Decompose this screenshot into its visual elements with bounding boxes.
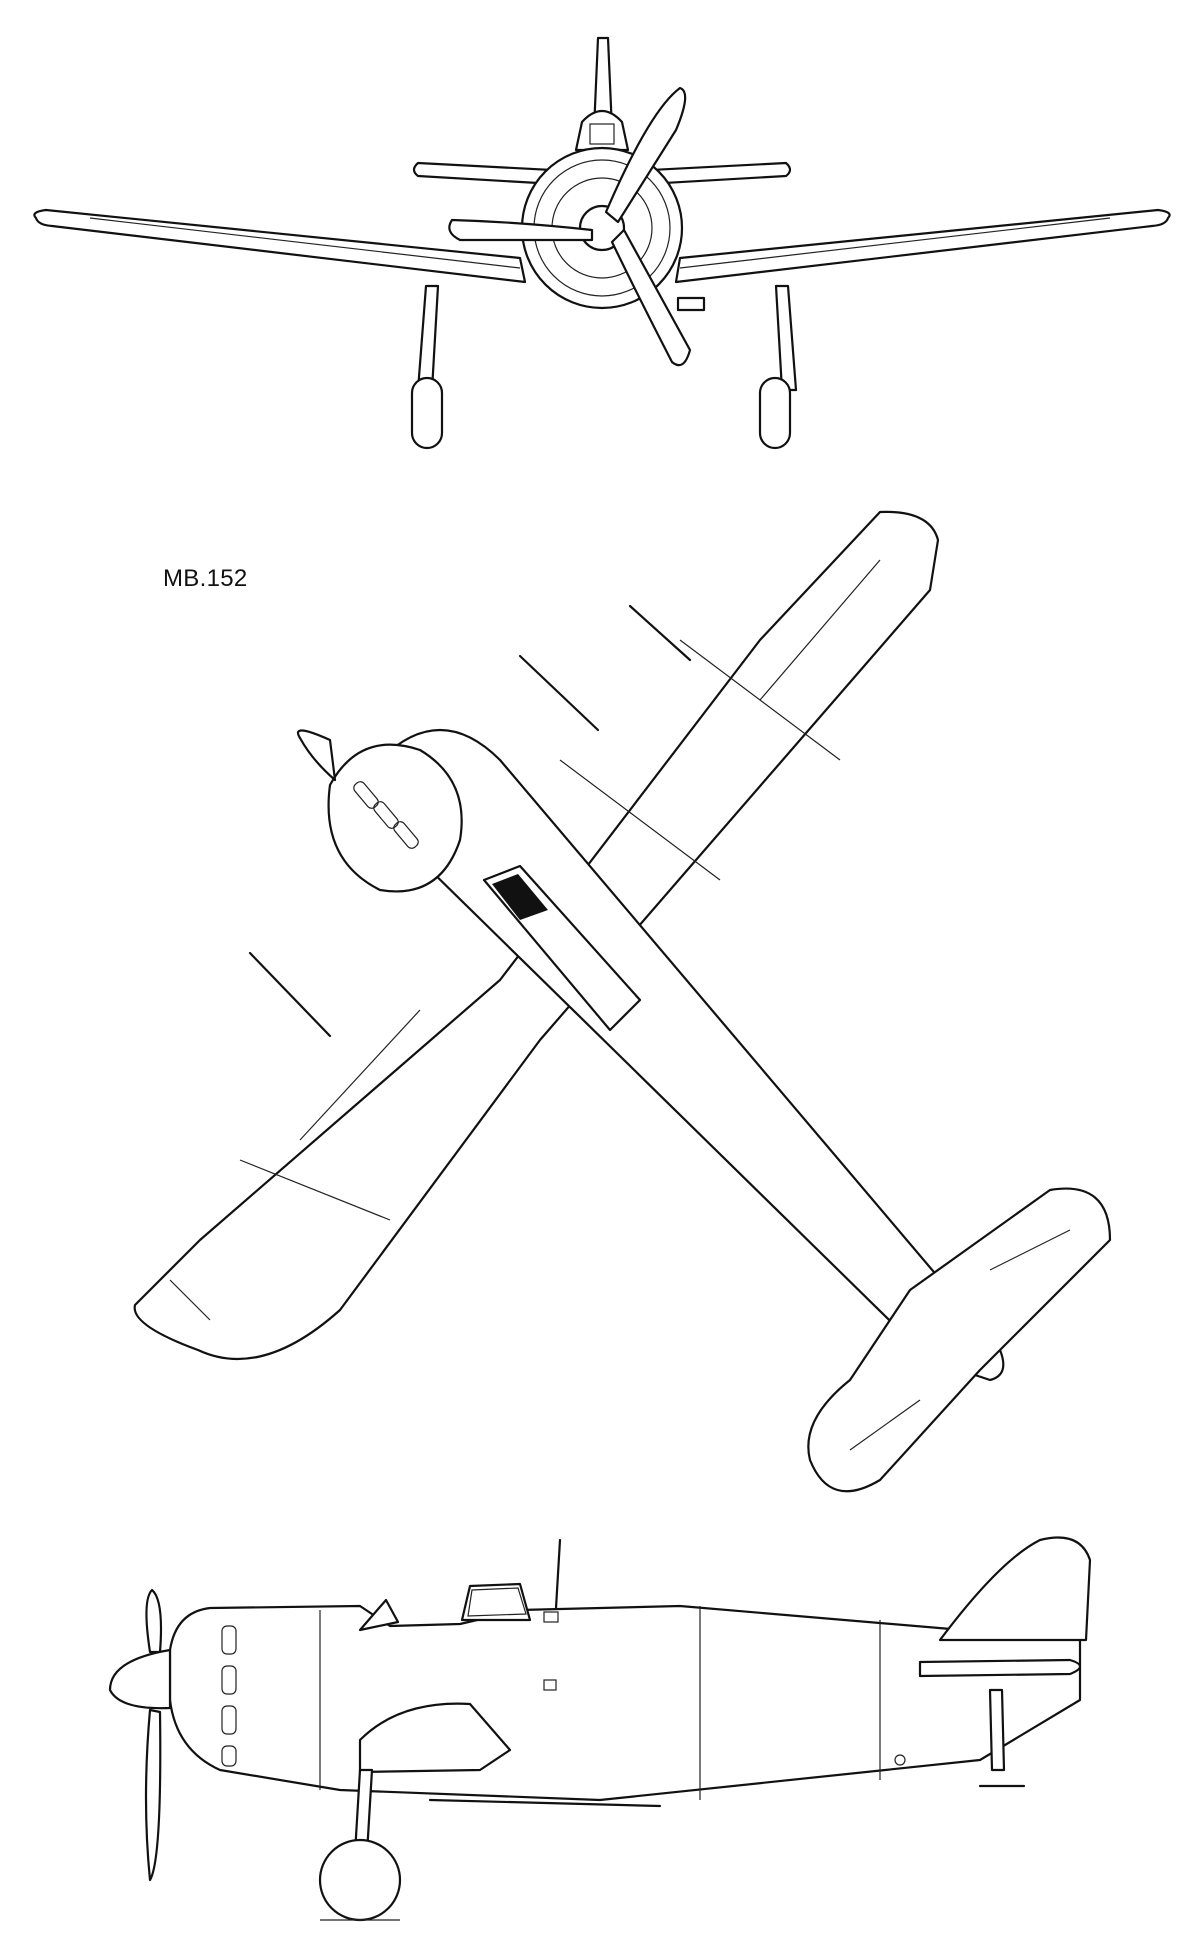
top-view-cowling <box>327 743 463 893</box>
side-view-main-wheel <box>318 1838 402 1922</box>
front-view <box>33 36 1171 450</box>
side-view-canopy <box>460 1582 532 1622</box>
top-view-gun-2 <box>518 654 600 732</box>
front-view-right-gear <box>774 284 798 392</box>
model-label: MB.152 <box>163 565 248 592</box>
side-view-antenna <box>554 1538 562 1610</box>
side-view-tail-gear <box>988 1688 1006 1772</box>
top-view-tailplane <box>807 1187 1112 1493</box>
front-view-canopy <box>574 109 630 152</box>
top-view-gun-1 <box>628 604 692 662</box>
side-view-wing <box>358 1702 512 1774</box>
side-view-fin <box>938 1536 1092 1642</box>
front-view-right-wing <box>674 208 1171 284</box>
front-view-propeller <box>604 86 687 224</box>
front-view-left-gear <box>416 284 440 392</box>
top-view <box>133 510 1112 1493</box>
side-view-propeller <box>145 1588 163 1654</box>
top-view-gun-3 <box>248 951 332 1038</box>
top-view-spinner <box>297 729 337 782</box>
front-view-right-wheel <box>758 376 792 450</box>
front-view-left-wheel <box>410 376 444 450</box>
side-view-spinner <box>108 1648 172 1710</box>
side-view-tailplane <box>918 1658 1082 1678</box>
front-view-left-wing <box>33 208 527 284</box>
side-view <box>108 1536 1092 1922</box>
